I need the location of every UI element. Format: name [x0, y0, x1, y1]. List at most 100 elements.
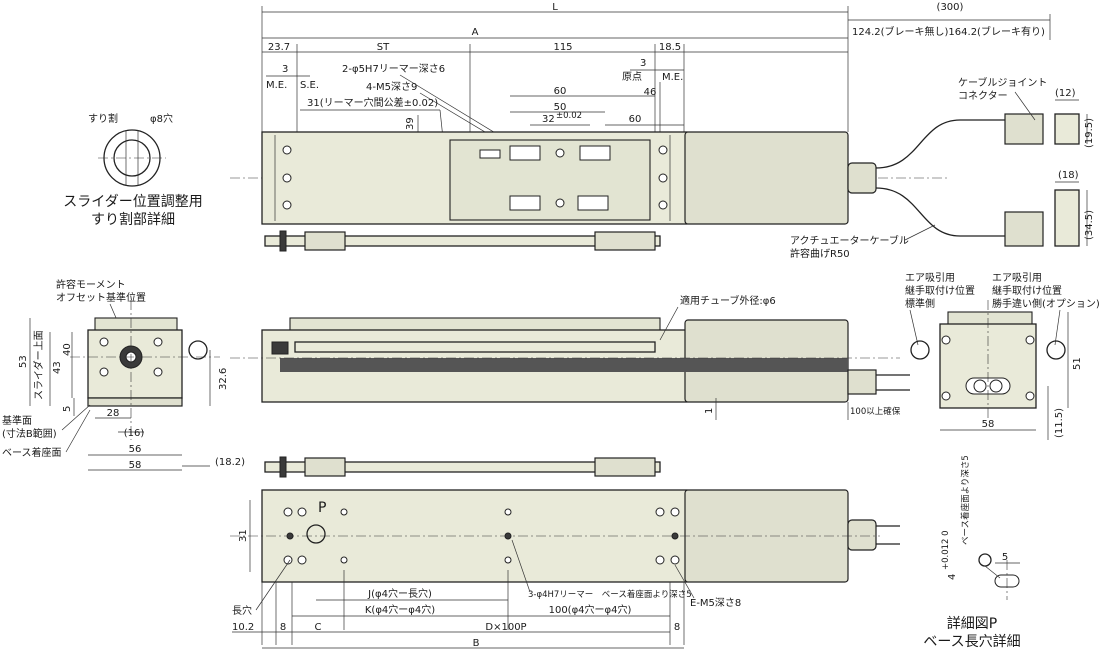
screw	[941, 335, 951, 345]
dim-5: 5	[62, 406, 73, 412]
p-detail-circle	[306, 524, 326, 544]
dim-B: B	[473, 638, 480, 649]
dim-34-5: (34.5)	[1084, 210, 1095, 240]
screw	[282, 173, 292, 183]
p-small-circle	[978, 553, 992, 567]
label-genten: 原点	[622, 71, 642, 83]
side-cable-boot	[847, 369, 877, 395]
label-clear-100: 100以上確保	[850, 406, 901, 417]
rv-oval-hole	[989, 379, 1003, 393]
dim-53: 53	[18, 355, 29, 368]
cable-line	[875, 187, 1005, 237]
label-slot: 長穴	[232, 604, 252, 617]
dim-46: 46	[644, 87, 657, 98]
label-connector: コネクター	[958, 90, 1008, 102]
dim-40: 40	[62, 343, 73, 356]
label-bend-radius: 許容曲げR50	[790, 247, 850, 260]
dim-8-right: 8	[674, 622, 680, 633]
dim-56: 56	[129, 444, 142, 455]
dim-1: 1	[704, 408, 715, 414]
slot-hole	[509, 195, 541, 211]
dim-32-6: 32.6	[218, 368, 229, 390]
detail-p-title-1: 詳細図P	[947, 616, 997, 632]
screw	[658, 200, 668, 210]
dim-28: 28	[107, 408, 120, 419]
bv-tube	[264, 461, 661, 473]
bv-fitting	[594, 457, 656, 477]
dim-32: 32	[542, 114, 555, 125]
label-moment-1: 許容モーメント	[56, 278, 126, 291]
top-view: L (300) A 124.2(ブレーキ無し)164.2(ブレーキ有り) 23.…	[230, 2, 1095, 260]
dim-18-2: (18.2)	[215, 457, 245, 468]
label-air-right-2: 継手取付け位置	[992, 284, 1062, 297]
screw	[1025, 391, 1035, 401]
screw	[282, 200, 292, 210]
dim-50: 50	[554, 102, 567, 113]
dim-115: 115	[553, 42, 572, 53]
dim-100: 100(φ4穴ーφ4穴)	[549, 603, 632, 616]
cable-line	[875, 119, 1005, 169]
dim-Dx100P: D×100P	[485, 622, 526, 633]
dim-16: (16)	[124, 428, 145, 439]
screw	[1025, 335, 1035, 345]
detail-slider-title-1: スライダー位置調整用	[63, 194, 202, 210]
label-actuator-cable: アクチュエーターケーブル	[790, 234, 909, 247]
tube-fitting-end	[188, 340, 208, 360]
dim-8-left: 8	[280, 622, 286, 633]
label-reamer-3: 3-φ4H7リーマー ベース着座面より深さ5	[528, 589, 692, 600]
cable-boot	[847, 162, 877, 194]
dim-L: L	[552, 2, 558, 13]
tube-fitting	[594, 231, 656, 251]
dim-A: A	[472, 27, 479, 38]
label-reamer-2: 2-φ5H7リーマー深さ6	[342, 63, 445, 75]
dim-3-left: 3	[282, 64, 288, 75]
dim-19-5: (19.5)	[1084, 118, 1095, 148]
dim-ST: ST	[377, 42, 390, 53]
slot-hole	[579, 145, 611, 161]
dim-cable-brake: 124.2(ブレーキ無し)164.2(ブレーキ有り)	[852, 25, 1045, 38]
slot-hole	[577, 195, 609, 211]
dim-18-5: 18.5	[659, 42, 681, 53]
connector-b-end	[1054, 189, 1080, 247]
label-se: S.E.	[300, 80, 319, 91]
dim-K: K(φ4穴ーφ4穴)	[365, 603, 435, 616]
label-cable-joint: ケーブルジョイント	[958, 76, 1047, 89]
dim-J: J(φ4穴ー長穴)	[367, 587, 432, 600]
dim-23-7: 23.7	[268, 42, 290, 53]
dim-3-right: 3	[640, 58, 646, 69]
dim-39: 39	[405, 117, 416, 130]
bv-fitting	[304, 457, 346, 477]
dim-58-right: 58	[982, 419, 995, 430]
label-p-mark: P	[318, 500, 326, 516]
tube-end	[279, 230, 287, 252]
dim-cable-300: (300)	[937, 2, 964, 13]
bv-tube-end	[279, 456, 287, 478]
detail-slider-title-2: すり割部詳細	[91, 211, 175, 228]
label-air-right-1: エア吸引用	[992, 272, 1042, 284]
right-view: エア吸引用 継手取付け位置 標準側 エア吸引用 継手取付け位置 勝手違い側(オプ…	[905, 272, 1100, 440]
label-air-right-3: 勝手違い側(オプション)	[992, 297, 1100, 310]
bottom-view: P 31 長穴 J(φ4穴ー長穴	[230, 456, 900, 649]
screw	[658, 173, 668, 183]
label-moment-2: オフセット基準位置	[56, 291, 146, 304]
label-tol-31: 31(リーマー穴間公差±0.02)	[307, 96, 438, 109]
slot-hole	[509, 145, 541, 161]
label-ref-2: (寸法B範囲)	[2, 427, 57, 440]
bv-holes	[283, 507, 680, 565]
dim-60-top: 60	[554, 86, 567, 97]
detail-p-title-2: ベース長穴詳細	[923, 634, 1020, 650]
dim-18: (18)	[1058, 170, 1079, 181]
label-slider-top: スライダー上面	[32, 330, 45, 400]
screw	[153, 367, 163, 377]
dim-32-tol: ±0.02	[556, 111, 582, 121]
label-me-right: M.E.	[662, 72, 683, 83]
detail-inner-circle	[113, 139, 151, 177]
bv-cable-boot	[847, 519, 877, 551]
screw	[658, 145, 668, 155]
motor-unit-top	[684, 131, 849, 225]
detail-p: ベース着座面より深さ5 4 +0.012 0 5 詳細図P ベース長穴詳細	[923, 455, 1020, 650]
air-tube	[264, 235, 661, 247]
screw	[99, 367, 109, 377]
connector-b	[1004, 211, 1044, 247]
